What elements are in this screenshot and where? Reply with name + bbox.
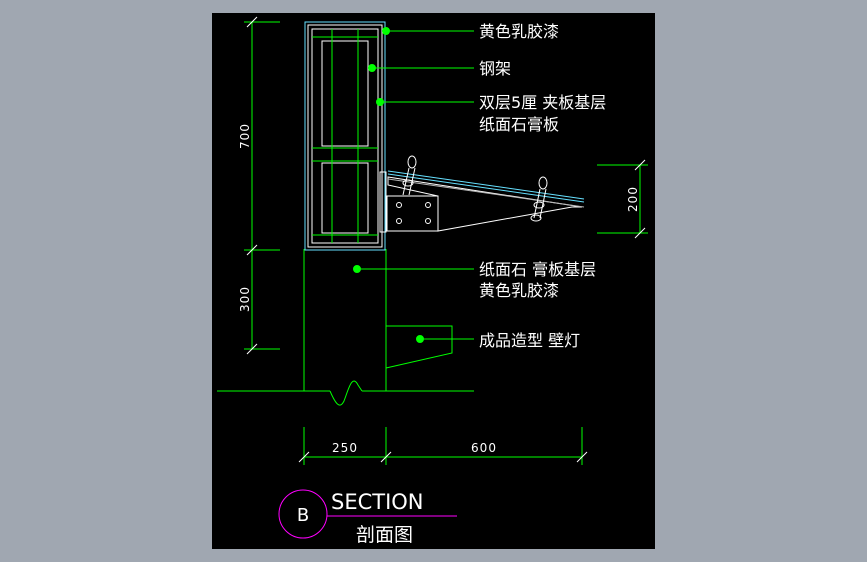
section-drawing: 700 300 200 250 600 bbox=[217, 16, 648, 546]
note-steel-frame: 钢架 bbox=[479, 59, 511, 78]
steel-frame-lower-panel bbox=[321, 162, 369, 234]
hanger-nut bbox=[533, 201, 545, 209]
vertical-dimension-right bbox=[597, 159, 648, 239]
note-double-board-line1: 双层5厘 夹板基层 bbox=[479, 93, 606, 112]
break-symbol bbox=[329, 380, 363, 406]
bracket-bolt bbox=[396, 218, 402, 224]
dim-tick bbox=[298, 451, 310, 463]
mounting-bracket bbox=[386, 195, 439, 232]
bracket-bolt bbox=[396, 202, 402, 208]
bracket-bolt bbox=[425, 218, 431, 224]
hanger-nut bbox=[402, 179, 414, 187]
hanger-nut bbox=[530, 214, 542, 222]
dim-label-700: 700 bbox=[238, 123, 252, 149]
dim-tick bbox=[246, 244, 258, 256]
leader-dot bbox=[368, 64, 376, 72]
hanger-eye bbox=[538, 176, 548, 190]
dim-tick bbox=[634, 227, 646, 239]
sloped-light-panel bbox=[379, 155, 585, 233]
section-title: SECTION bbox=[331, 490, 424, 514]
leader-dot bbox=[353, 265, 361, 273]
section-marker-circle bbox=[278, 489, 328, 539]
hanger-right bbox=[530, 176, 548, 222]
note-yellow-latex-paint: 黄色乳胶漆 bbox=[479, 22, 559, 41]
dim-label-600: 600 bbox=[471, 441, 497, 455]
leader-dot bbox=[382, 27, 390, 35]
leader-lines bbox=[353, 27, 474, 343]
dim-label-300: 300 bbox=[238, 286, 252, 312]
bracket-bolt bbox=[425, 202, 431, 208]
horizontal-dimension-bottom bbox=[298, 427, 588, 465]
dim-label-250: 250 bbox=[332, 441, 358, 455]
steel-frame-cabinet bbox=[304, 21, 386, 251]
note-gypsum-base-line2: 黄色乳胶漆 bbox=[479, 281, 559, 300]
note-double-board-line2: 纸面石膏板 bbox=[479, 115, 559, 134]
dim-label-200: 200 bbox=[626, 186, 640, 212]
hanger-left bbox=[402, 155, 417, 196]
sloped-panel-edge bbox=[387, 178, 585, 208]
hanger-rod bbox=[533, 188, 541, 219]
leader-dot bbox=[376, 98, 384, 106]
cabinet-outer-board bbox=[304, 21, 386, 251]
hanger-rod bbox=[402, 167, 410, 196]
note-wall-lamp: 成品造型 壁灯 bbox=[479, 331, 580, 350]
wall-structure bbox=[217, 249, 474, 406]
dim-tick bbox=[634, 159, 646, 171]
mounting-strip bbox=[379, 171, 387, 233]
wall-lamp bbox=[385, 325, 453, 369]
drawing-canvas: 700 300 200 250 600 bbox=[212, 13, 655, 549]
wall-lamp-outline bbox=[385, 325, 453, 369]
section-marker-letter: B bbox=[297, 505, 309, 526]
dim-tick bbox=[576, 451, 588, 463]
section-subtitle: 剖面图 bbox=[356, 524, 413, 546]
sloped-glass-top bbox=[387, 170, 585, 200]
cabinet-inner-board bbox=[307, 24, 383, 248]
dim-tick bbox=[246, 16, 258, 28]
title-block: B SECTION 剖面图 bbox=[278, 489, 457, 546]
note-gypsum-base-line1: 纸面石 膏板基层 bbox=[479, 260, 596, 279]
hanger-eye bbox=[407, 155, 417, 169]
steel-frame-upper-panel bbox=[321, 40, 369, 147]
leader-dot bbox=[416, 335, 424, 343]
dim-tick bbox=[246, 343, 258, 355]
steel-frame-outer bbox=[311, 28, 379, 244]
dim-tick bbox=[380, 451, 392, 463]
vertical-dimension-left bbox=[244, 16, 280, 355]
sloped-glass-bottom bbox=[387, 173, 585, 203]
